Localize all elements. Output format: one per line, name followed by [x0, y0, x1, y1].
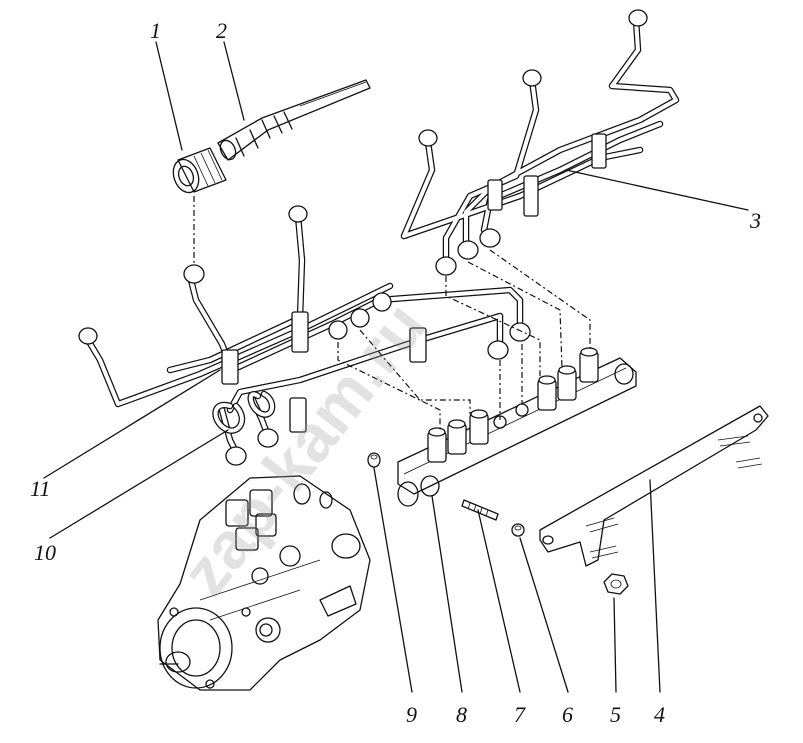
- part-4-bracket: [539, 405, 769, 567]
- part-6-bushing: [511, 523, 525, 537]
- part-7-stud: [461, 499, 499, 521]
- label-1: 1: [150, 18, 161, 43]
- label-9: 9: [406, 702, 417, 727]
- fuel-pump: [157, 475, 371, 691]
- label-2: 2: [216, 18, 227, 43]
- label-6: 6: [562, 702, 573, 727]
- part-11-pipe-group-left: [78, 205, 531, 466]
- label-10: 10: [34, 540, 56, 565]
- part-2-injector-rod: [217, 79, 371, 161]
- assembly-centerlines: [193, 196, 591, 430]
- part-9-bushing: [367, 452, 381, 468]
- leader-lines: [43, 41, 749, 693]
- label-3: 3: [749, 208, 761, 233]
- part-8-fuel-rail: [397, 347, 637, 507]
- part-5-nut: [603, 573, 629, 595]
- part-3-pipe-group-right: [400, 9, 680, 276]
- label-7: 7: [514, 702, 526, 727]
- part-1-sealing-sleeve: [172, 147, 227, 194]
- label-11: 11: [30, 476, 50, 501]
- label-4: 4: [654, 702, 665, 727]
- callout-labels: 1 2 3 4 5 6 7 8 9 10 11: [30, 18, 761, 727]
- label-8: 8: [456, 702, 467, 727]
- label-5: 5: [610, 702, 621, 727]
